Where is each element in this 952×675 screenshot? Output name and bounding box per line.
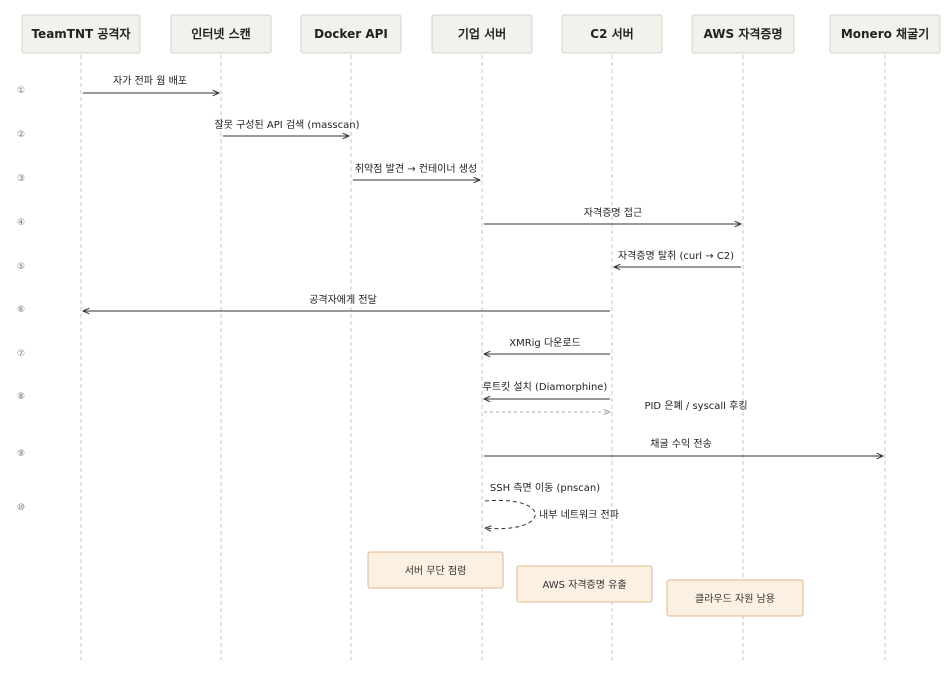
message-label: 취약점 발견 → 컨테이너 생성: [355, 163, 477, 175]
outcome-box: [666, 579, 804, 617]
step-number: ⑦: [17, 349, 25, 359]
self-message-arrow: [485, 499, 536, 528]
outcome-note: 서버 무단 점령: [367, 551, 504, 589]
outcome-box: [516, 565, 653, 603]
message-2: 잘못 구성된 API 검색 (masscan): [215, 119, 360, 136]
actor-scan: 인터넷 스캔: [170, 14, 272, 54]
actor-monero: Monero 채굴기: [829, 14, 941, 54]
actor-box: [561, 14, 663, 54]
actor-c2: C2 서버: [561, 14, 663, 54]
actor-attacker: TeamTNT 공격자: [21, 14, 141, 54]
step-number: ⑩: [17, 503, 25, 513]
actor-label: 기업 서버: [458, 26, 506, 41]
message-8: 루트킷 설치 (Diamorphine): [483, 381, 610, 399]
step-number: ⑥: [17, 305, 25, 315]
actor-label: Monero 채굴기: [841, 26, 929, 41]
message-label: 자격증명 탈취 (curl → C2): [618, 249, 734, 262]
message-label: 자가 전파 웜 배포: [113, 75, 187, 87]
step-numbers: ① ② ③ ④ ⑤ ⑥ ⑦ ⑧ ⑨ ⑩: [17, 86, 25, 513]
actor-box: [691, 14, 795, 54]
message-10: 채굴 수익 전송: [484, 438, 883, 456]
step-number: ⑨: [17, 449, 25, 459]
outcome-note: 클라우드 자원 남용: [666, 579, 804, 617]
self-message-note: 내부 네트워크 전파: [539, 508, 619, 521]
step-number: ②: [17, 130, 25, 140]
step-number: ①: [17, 86, 25, 96]
message-7: XMRig 다운로드: [484, 337, 610, 354]
actor-label: Docker API: [314, 27, 388, 41]
outcome-label: 서버 무단 점령: [405, 565, 467, 577]
actor-label: C2 서버: [590, 26, 633, 41]
actor-docker: Docker API: [300, 14, 402, 54]
outcome-label: AWS 자격증명 유출: [542, 578, 626, 591]
message-label: 공격자에게 전달: [309, 293, 377, 306]
step-number: ③: [17, 174, 25, 184]
actor-label: 인터넷 스캔: [191, 26, 250, 41]
actor-box: [829, 14, 941, 54]
outcome-box: [367, 551, 504, 589]
actor-box: [431, 14, 533, 54]
actor-box: [170, 14, 272, 54]
outcome-label: 클라우드 자원 남용: [695, 593, 775, 605]
message-4: 자격증명 접근: [484, 206, 741, 224]
message-label: PID 은폐 / syscall 후킹: [644, 400, 747, 412]
message-label: SSH 측면 이동 (pnscan): [490, 482, 600, 494]
message-1: 자가 전파 웜 배포: [83, 75, 219, 93]
actor-aws: AWS 자격증명: [691, 14, 795, 54]
step-number: ④: [17, 218, 25, 228]
actor-label: TeamTNT 공격자: [31, 26, 130, 41]
actor-server: 기업 서버: [431, 14, 533, 54]
message-label: 잘못 구성된 API 검색 (masscan): [215, 119, 360, 131]
message-label: 루트킷 설치 (Diamorphine): [483, 381, 608, 393]
message-label: XMRig 다운로드: [509, 337, 581, 349]
actor-box: [21, 14, 141, 54]
message-6: 공격자에게 전달: [83, 293, 610, 311]
step-number: ⑤: [17, 262, 25, 272]
message-3: 취약점 발견 → 컨테이너 생성: [353, 163, 480, 180]
actors: TeamTNT 공격자 인터넷 스캔 Docker API 기업 서버 C2 서버 AWS…: [21, 14, 941, 54]
outcome-note: AWS 자격증명 유출: [516, 565, 653, 603]
message-11: 내부 네트워크 전파 SSH 측면 이동 (pnscan): [485, 482, 619, 529]
message-label: 채굴 수익 전송: [650, 438, 712, 450]
message-9: PID 은폐 / syscall 후킹: [484, 400, 748, 412]
message-label: 자격증명 접근: [584, 206, 642, 219]
actor-box: [300, 14, 402, 54]
step-number: ⑧: [17, 392, 25, 402]
message-5: 자격증명 탈취 (curl → C2): [614, 249, 741, 267]
lifelines: [80, 55, 886, 660]
actor-label: AWS 자격증명: [704, 26, 783, 41]
